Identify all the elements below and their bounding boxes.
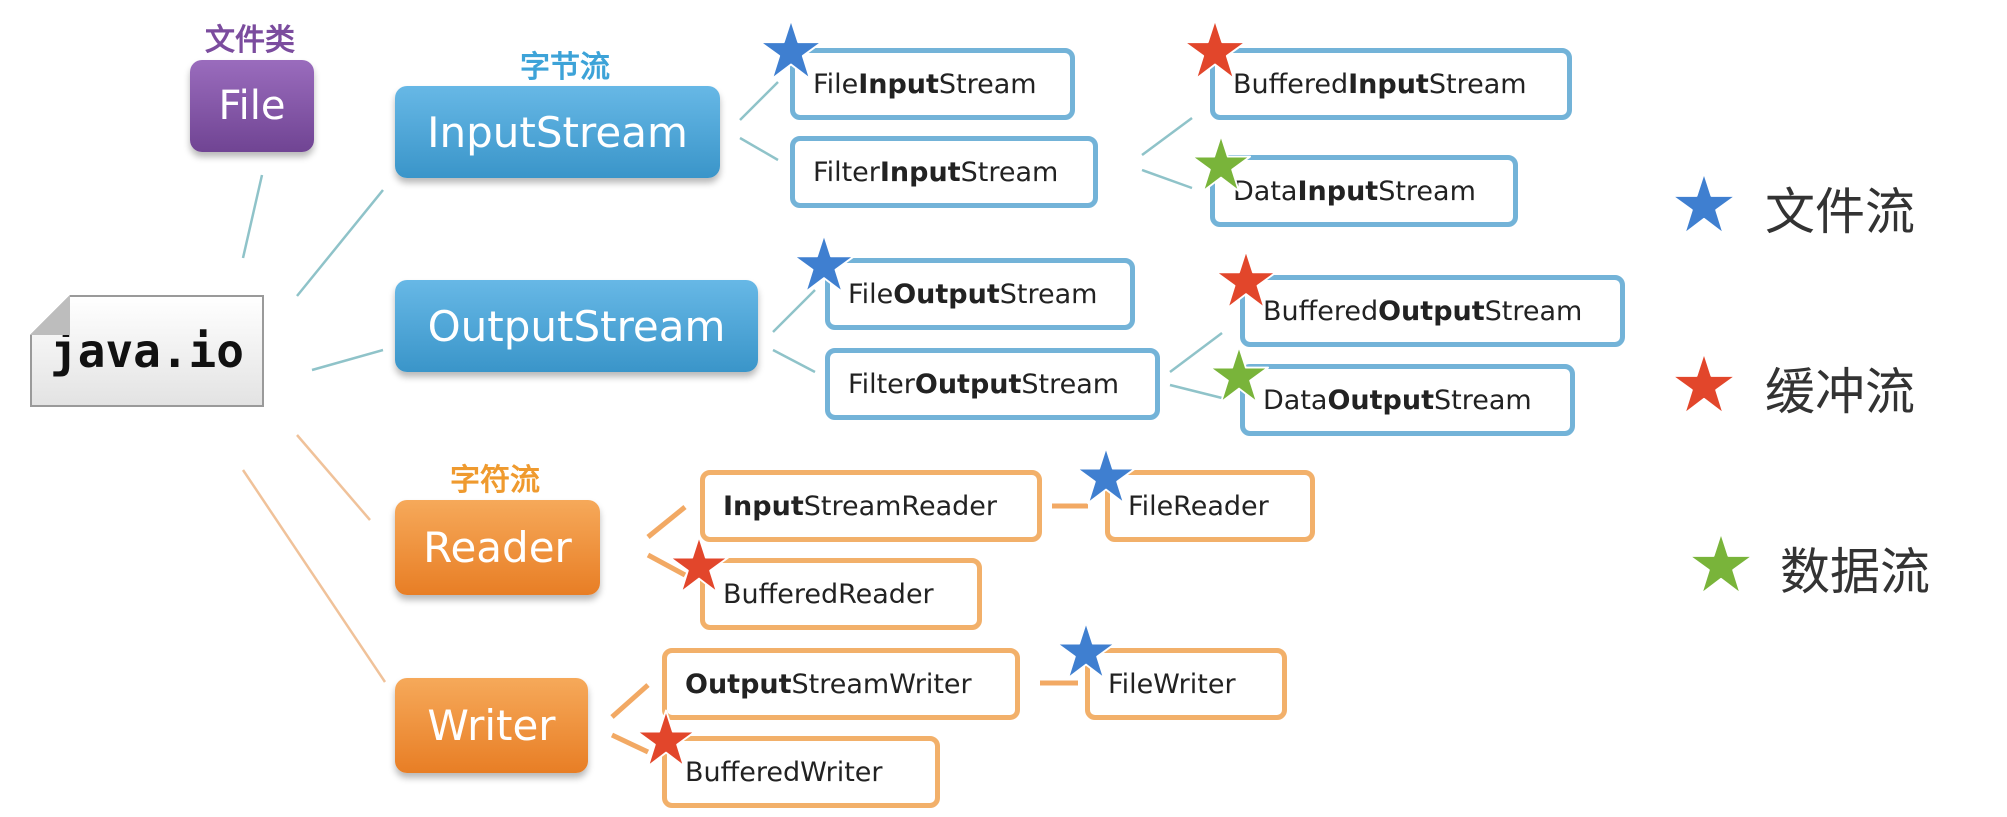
outputstream-node: OutputStream xyxy=(395,280,758,372)
legend: 文件流 缓冲流 数据流 xyxy=(1665,160,1995,601)
fileinputstream-post: Stream xyxy=(938,68,1037,100)
star-blue-icon xyxy=(1075,446,1137,505)
star-blue-icon xyxy=(758,18,824,81)
file-node: File xyxy=(190,60,314,152)
legend-label-file-stream: 文件流 xyxy=(1765,183,1915,241)
filereader-label: FileReader xyxy=(1128,490,1269,522)
writer-node: Writer xyxy=(395,678,588,773)
bufferedwriter-box: BufferedWriter xyxy=(662,736,940,808)
legend-star-blue-icon xyxy=(1671,171,1737,235)
legend-label-data-stream: 数据流 xyxy=(1780,543,1930,601)
star-red-icon xyxy=(668,535,730,594)
bufferedreader-label: BufferedReader xyxy=(723,578,934,610)
filewriter-box: FileWriter xyxy=(1085,648,1287,720)
bufferedoutputstream-post: Stream xyxy=(1484,295,1583,327)
dataoutputstream-pre: Data xyxy=(1263,384,1328,416)
filewriter-label: FileWriter xyxy=(1108,668,1236,700)
datainputstream-post: Stream xyxy=(1378,175,1476,207)
reader-node: Reader xyxy=(395,500,600,595)
star-blue-icon xyxy=(1055,621,1117,680)
java-io-package-node: java.io xyxy=(30,295,264,407)
inputstreamreader-post: StreamReader xyxy=(803,490,997,522)
bufferedwriter-label: BufferedWriter xyxy=(685,756,883,788)
fileoutputstream-bold: Output xyxy=(893,278,1000,310)
star-green-icon xyxy=(1208,345,1270,404)
star-red-icon xyxy=(635,709,697,768)
star-red-icon xyxy=(1182,18,1248,81)
inputstream-node: InputStream xyxy=(395,86,720,178)
legend-label-buffered-stream: 缓冲流 xyxy=(1765,363,1915,421)
dataoutputstream-bold: Output xyxy=(1327,384,1435,416)
outputstream-label: OutputStream xyxy=(427,301,726,351)
bufferedoutputstream-bold: Output xyxy=(1378,295,1485,327)
bufferedinputstream-post: Stream xyxy=(1428,68,1527,100)
inputstream-label: InputStream xyxy=(427,107,688,157)
inputstreamreader-bold: Input xyxy=(723,490,804,522)
outputstreamwriter-post: StreamWriter xyxy=(791,668,972,700)
writer-label: Writer xyxy=(427,701,556,750)
reader-label: Reader xyxy=(423,523,572,572)
fileinputstream-pre: File xyxy=(813,68,859,100)
star-red-icon xyxy=(1214,249,1278,310)
bufferedreader-box: BufferedReader xyxy=(700,558,982,630)
filteroutputstream-post: Stream xyxy=(1021,368,1120,400)
filterinputstream-pre: Filter xyxy=(813,156,880,188)
byte-stream-heading: 字节流 xyxy=(520,50,610,85)
file-class-heading: 文件类 xyxy=(205,23,295,58)
filterinputstream-bold: Input xyxy=(879,156,961,188)
dataoutputstream-post: Stream xyxy=(1434,384,1532,416)
bufferedinputstream-bold: Input xyxy=(1348,68,1429,100)
bufferedinputstream-pre: Buffered xyxy=(1233,68,1349,100)
fileoutputstream-post: Stream xyxy=(999,278,1098,310)
char-stream-heading: 字符流 xyxy=(450,463,540,498)
legend-star-red-icon xyxy=(1671,351,1737,415)
folded-corner xyxy=(30,295,70,335)
filteroutputstream-bold: Output xyxy=(914,368,1022,400)
fileoutputstream-pre: File xyxy=(848,278,894,310)
star-blue-icon xyxy=(792,233,856,294)
star-green-icon xyxy=(1190,134,1252,193)
file-node-label: File xyxy=(218,83,286,129)
fileinputstream-bold: Input xyxy=(858,68,939,100)
legend-star-green-icon xyxy=(1688,531,1754,595)
filereader-box: FileReader xyxy=(1105,470,1315,542)
filterinputstream-post: Stream xyxy=(960,156,1059,188)
datainputstream-bold: Input xyxy=(1297,175,1379,207)
filteroutputstream-pre: Filter xyxy=(848,368,915,400)
java-io-label: java.io xyxy=(50,324,244,378)
bufferedoutputstream-pre: Buffered xyxy=(1263,295,1379,327)
outputstreamwriter-bold: Output xyxy=(685,668,792,700)
datainputstream-pre: Data xyxy=(1233,175,1298,207)
